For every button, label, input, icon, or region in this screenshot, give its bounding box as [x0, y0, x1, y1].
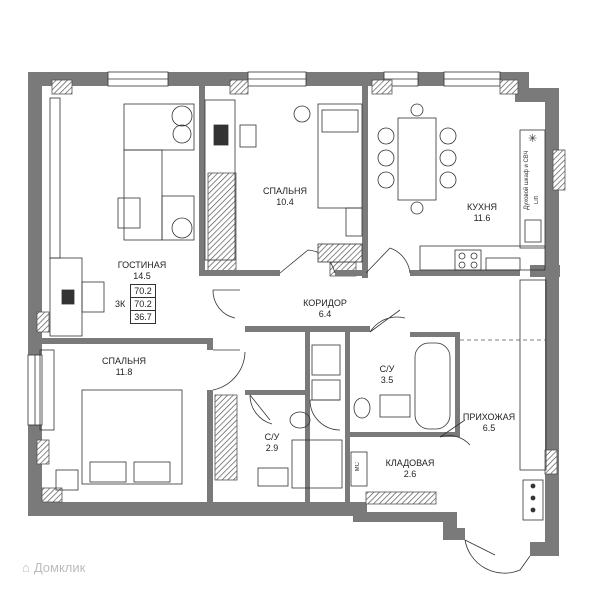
room-bedroom2: СПАЛЬНЯ 11.8: [102, 356, 146, 378]
living-area: 70.2: [130, 297, 156, 311]
room-corridor-area: 6.4: [318, 309, 332, 319]
room-bath2: С/У 2.9: [265, 432, 280, 454]
room-bedroom2-name: СПАЛЬНЯ: [102, 356, 146, 366]
washer-label: МС: [355, 462, 361, 472]
room-bedroom1-area: 10.4: [276, 197, 294, 207]
room-corridor: КОРИДОР 6.4: [303, 298, 347, 320]
bedroom2-furniture: [39, 349, 183, 491]
room-bath1-area: 3.5: [380, 375, 394, 385]
kitchen-furniture: [377, 103, 546, 271]
room-storage-name: КЛАДОВАЯ: [385, 458, 435, 468]
room-hall-area: 6.5: [482, 423, 496, 433]
room-living-name: ГОСТИНАЯ: [117, 260, 167, 270]
room-bedroom1-name: СПАЛЬНЯ: [263, 186, 307, 196]
room-corridor-name: КОРИДОР: [303, 298, 347, 308]
bathroom-fixtures: [257, 279, 547, 521]
windows: [27, 71, 501, 426]
room-storage-area: 2.6: [403, 469, 417, 479]
room-bath2-name: С/У: [264, 432, 280, 442]
structural-columns: [36, 79, 566, 505]
fan-icon: ✳: [528, 133, 538, 145]
room-kitchen-area: 11.6: [473, 213, 491, 223]
total-area: 70.2: [130, 284, 156, 298]
room-storage: КЛАДОВАЯ 2.6: [386, 458, 435, 480]
room-living-area: 14.5: [133, 271, 151, 281]
living-room-furniture: [49, 97, 195, 337]
area-summary: 3К 70.2 70.2 36.7: [112, 284, 156, 324]
room-kitchen: КУХНЯ 11.6: [467, 202, 497, 224]
apartment-type: 3К: [115, 299, 126, 309]
room-bath1-name: С/У: [379, 364, 395, 374]
home-icon: ⌂: [22, 560, 30, 575]
room-bedroom1: СПАЛЬНЯ 10.4: [263, 186, 307, 208]
room-hall-name: ПРИХОЖАЯ: [462, 412, 516, 422]
room-bath2-area: 2.9: [265, 443, 279, 453]
room-kitchen-name: КУХНЯ: [466, 202, 498, 212]
oven-label: Духовой шкаф и СВЧ: [524, 150, 530, 210]
interior-walls: [42, 86, 520, 502]
room-bedroom2-area: 11.8: [115, 367, 133, 377]
watermark: ⌂ Домклик: [22, 560, 85, 575]
room-bath1: С/У 3.5: [380, 364, 395, 386]
outer-walls: [28, 72, 560, 556]
room-living: ГОСТИНАЯ 14.5: [118, 260, 167, 282]
bedroom1-furniture: [204, 99, 363, 263]
watermark-text: Домклик: [33, 560, 86, 575]
kitchen-area: 36.7: [130, 310, 156, 324]
room-hall: ПРИХОЖАЯ 6.5: [463, 412, 515, 434]
doors: [212, 247, 531, 574]
lift-label: Lift: [534, 196, 540, 205]
